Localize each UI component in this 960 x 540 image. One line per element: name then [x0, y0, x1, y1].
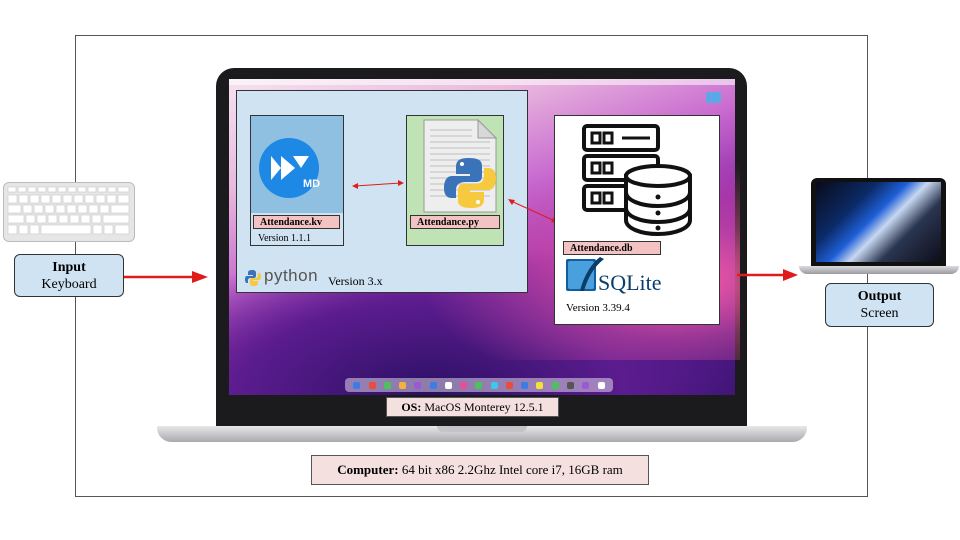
- output-box: Output Screen: [825, 283, 934, 327]
- python-logo-icon: [244, 269, 262, 292]
- dock-app-icon: [551, 381, 559, 389]
- input-subtitle: Keyboard: [41, 277, 97, 292]
- dock-app-icon: [536, 381, 544, 389]
- dock-app-icon: [444, 381, 452, 389]
- macos-dock: [345, 378, 613, 392]
- output-subtitle: Screen: [860, 306, 899, 321]
- laptop-base: [157, 426, 807, 442]
- dock-app-icon: [597, 381, 605, 389]
- sqlite-logo-text: SQLite: [598, 270, 662, 295]
- os-label: OS: MacOS Monterey 12.5.1: [386, 397, 559, 417]
- dock-app-icon: [490, 381, 498, 389]
- os-label-key: OS:: [401, 399, 422, 414]
- keyboard-icon: [3, 182, 135, 242]
- macbook-base: [799, 266, 959, 274]
- kivy-version: Version 1.1.1: [258, 233, 312, 244]
- database-server-icon: [580, 122, 696, 241]
- input-box: Input Keyboard: [14, 254, 124, 297]
- dock-app-icon: [429, 381, 437, 389]
- dock-app-icon: [383, 381, 391, 389]
- folder-icon: [706, 92, 721, 103]
- dock-app-icon: [505, 381, 513, 389]
- dock-app-icon: [521, 381, 529, 389]
- dock-app-icon: [399, 381, 407, 389]
- computer-label-value: 64 bit x86 2.2Ghz Intel core i7, 16GB ra…: [401, 462, 623, 477]
- py-db-link-arrow: [508, 199, 558, 223]
- kivy-filename: Attendance.kv: [253, 215, 340, 229]
- laptop-thumb-notch: [437, 426, 527, 432]
- dock-app-icon: [460, 381, 468, 389]
- macbook-screen: [816, 182, 941, 262]
- output-title: Output: [857, 289, 902, 304]
- kv-py-link-arrow: [352, 180, 404, 189]
- kivymd-logo-icon: [251, 116, 343, 213]
- computer-label: Computer: 64 bit x86 2.2Ghz Intel core i…: [311, 455, 649, 485]
- os-label-value: MacOS Monterey 12.5.1: [424, 399, 544, 414]
- database-version: Version 3.39.4: [566, 302, 630, 314]
- python-logo-text: python: [264, 266, 319, 285]
- python-filename: Attendance.py: [410, 215, 500, 229]
- computer-label-key: Computer:: [337, 462, 399, 477]
- python-version: Version 3.x: [328, 274, 383, 288]
- dock-app-icon: [582, 381, 590, 389]
- input-title: Input: [52, 260, 86, 275]
- dock-app-icon: [414, 381, 422, 389]
- dock-app-icon: [353, 381, 361, 389]
- output-arrow: [737, 269, 798, 281]
- dock-app-icon: [475, 381, 483, 389]
- python-file-icon: [412, 118, 502, 214]
- dock-app-icon: [566, 381, 574, 389]
- sqlite-logo-icon: [566, 257, 606, 298]
- macos-menubar: [229, 79, 735, 85]
- input-arrow: [124, 271, 208, 283]
- database-filename: Attendance.db: [563, 241, 661, 255]
- dock-app-icon: [368, 381, 376, 389]
- kivymd-logo-text: MD: [303, 178, 321, 190]
